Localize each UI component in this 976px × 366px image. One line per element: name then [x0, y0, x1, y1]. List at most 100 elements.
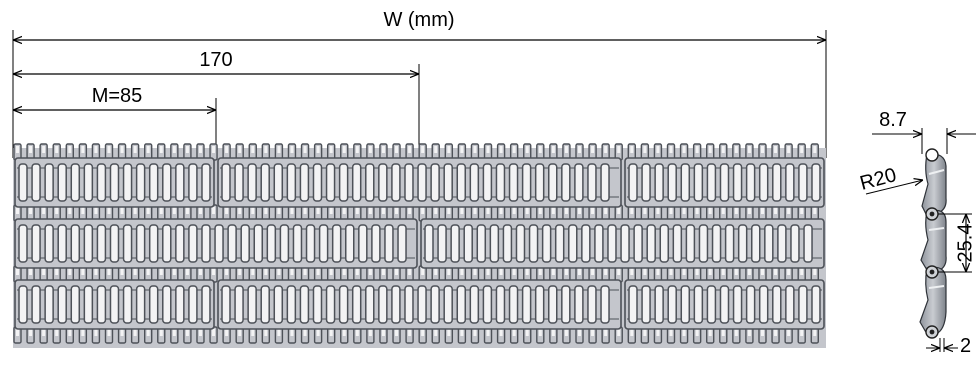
hinge-slot — [146, 268, 150, 275]
hinge-slot — [787, 146, 791, 153]
hinge-slot — [813, 207, 817, 214]
belt-opening — [587, 163, 597, 202]
belt-opening — [391, 163, 401, 202]
belt-opening — [502, 224, 513, 263]
belt-opening — [772, 163, 782, 202]
hinge-slot — [760, 329, 764, 336]
belt-opening — [620, 224, 630, 263]
hinge-slot — [721, 268, 725, 275]
hinge-slot — [342, 268, 346, 275]
hinge-slot — [551, 146, 555, 153]
belt-opening — [18, 285, 28, 324]
hinge-slot — [486, 268, 490, 275]
hinge-slot — [29, 268, 33, 275]
belt-opening — [338, 163, 349, 202]
belt-opening — [331, 224, 342, 263]
module-label: M=85 — [92, 85, 143, 107]
belt-opening — [641, 163, 651, 202]
hinge-slot — [16, 146, 19, 153]
hinge-slot — [774, 268, 778, 275]
belt-opening — [568, 224, 578, 263]
belt-opening — [561, 285, 571, 324]
hinge-slot — [277, 268, 281, 275]
hinge-slot — [525, 268, 529, 275]
belt-opening — [693, 285, 704, 324]
hinge-slot — [264, 146, 268, 153]
hinge-slot — [107, 146, 111, 153]
hinge-slot — [734, 146, 738, 153]
belt-opening — [495, 285, 506, 324]
belt-opening — [273, 285, 284, 324]
belt-opening — [785, 163, 795, 202]
hinge-slot — [499, 207, 503, 214]
belt-opening — [758, 285, 769, 324]
hinge-slot — [774, 207, 778, 214]
hinge-slot — [198, 146, 202, 153]
hinge-slot — [630, 268, 634, 275]
width-label: W (mm) — [383, 9, 454, 31]
belt-opening — [109, 285, 120, 324]
belt-opening — [798, 285, 808, 324]
hinge-slot — [669, 268, 673, 275]
hinge-slot — [303, 268, 307, 275]
hinge-slot — [29, 146, 33, 153]
belt-opening — [654, 285, 664, 324]
radius-label: R20 — [858, 164, 899, 195]
hinge-slot — [656, 207, 660, 214]
hinge-slot — [251, 207, 255, 214]
belt-opening — [325, 163, 336, 202]
belt-opening — [732, 163, 743, 202]
belt-opening — [365, 285, 375, 324]
hinge-slot — [499, 146, 503, 153]
belt-opening — [594, 224, 604, 263]
hinge-slot — [630, 329, 634, 336]
hinge-slot — [81, 146, 85, 153]
belt-opening — [737, 224, 748, 263]
hinge-slot — [421, 268, 425, 275]
hinge-slot — [617, 207, 621, 214]
belt-opening — [96, 163, 107, 202]
belt-opening — [162, 224, 172, 263]
hinge-slot — [460, 146, 464, 153]
hinge-slot — [133, 207, 137, 214]
belt-opening — [554, 224, 565, 263]
belt-opening — [312, 163, 323, 202]
hinge-slot — [198, 207, 202, 214]
belt-opening — [745, 163, 756, 202]
belt-opening — [534, 285, 545, 324]
hinge-slot — [238, 146, 242, 153]
belt-opening — [482, 163, 493, 202]
hinge-slot — [133, 146, 137, 153]
hinge-slot — [800, 207, 804, 214]
belt-opening — [772, 285, 782, 324]
belt-opening — [292, 224, 303, 263]
hinge-slot — [669, 207, 673, 214]
hinge-slot — [682, 268, 686, 275]
hinge-slot — [800, 268, 804, 275]
belt-opening — [417, 163, 427, 202]
belt-opening — [214, 224, 224, 263]
hinge-slot — [342, 146, 346, 153]
hinge-slot — [225, 207, 229, 214]
belt-opening — [711, 224, 722, 263]
hinge-slot — [81, 207, 85, 214]
belt-opening — [628, 285, 638, 324]
belt-opening — [57, 224, 67, 263]
belt-opening — [450, 224, 460, 263]
hinge-slot — [525, 207, 529, 214]
hinge-slot — [185, 146, 189, 153]
belt-opening — [443, 163, 453, 202]
hinge-slot — [408, 146, 412, 153]
hinge-slot — [94, 146, 98, 153]
hinge-slot — [617, 329, 621, 336]
belt-opening — [751, 224, 761, 263]
belt-opening — [456, 163, 467, 202]
belt-opening — [325, 285, 336, 324]
hinge-slot — [303, 146, 307, 153]
hinge-slot — [368, 329, 372, 336]
belt-opening — [83, 285, 94, 324]
belt-opening — [247, 285, 257, 324]
hinge-slot — [708, 146, 712, 153]
hinge-slot — [316, 329, 320, 336]
hinge-slot — [172, 268, 176, 275]
